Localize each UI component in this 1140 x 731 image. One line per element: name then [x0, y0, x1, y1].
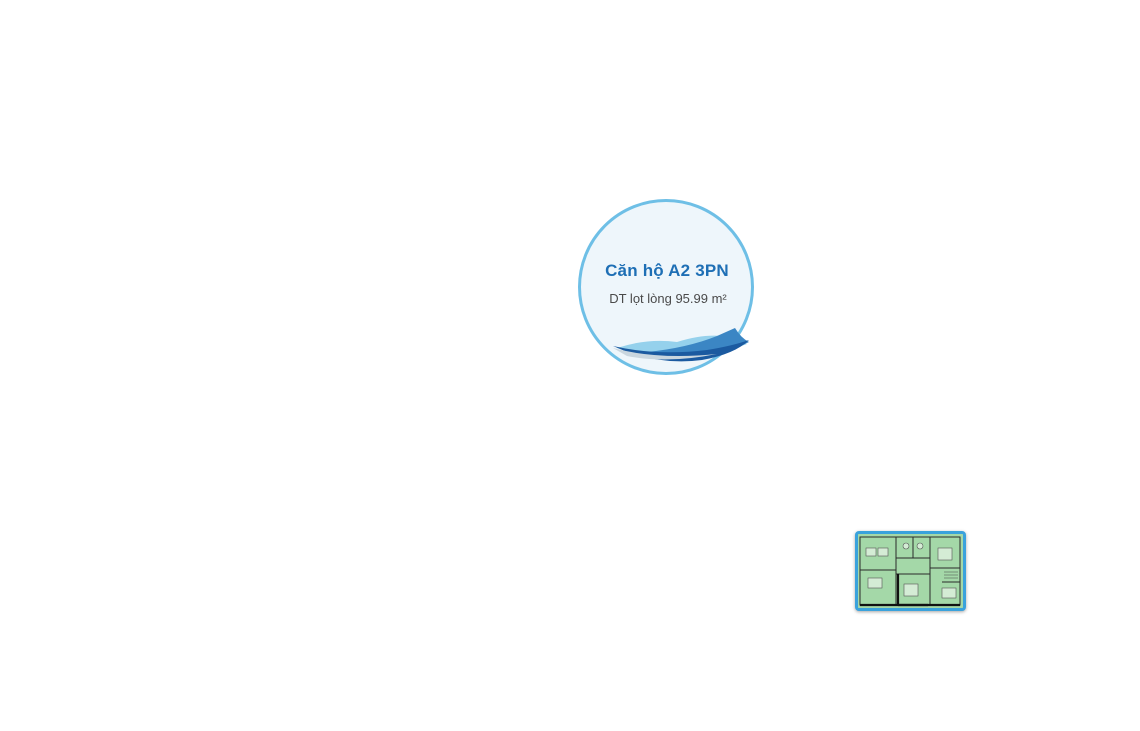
floor-plan-thumbnail[interactable] — [855, 531, 966, 611]
floor-plan-icon — [858, 534, 963, 608]
apartment-area: DT lọt lòng 95.99 m² — [609, 291, 727, 306]
apartment-title: Căn hộ A2 3PN — [605, 261, 729, 280]
apartment-badge[interactable]: Căn hộ A2 3PN DT lọt lòng 95.99 m² — [577, 198, 759, 375]
wave-icon — [613, 328, 749, 362]
